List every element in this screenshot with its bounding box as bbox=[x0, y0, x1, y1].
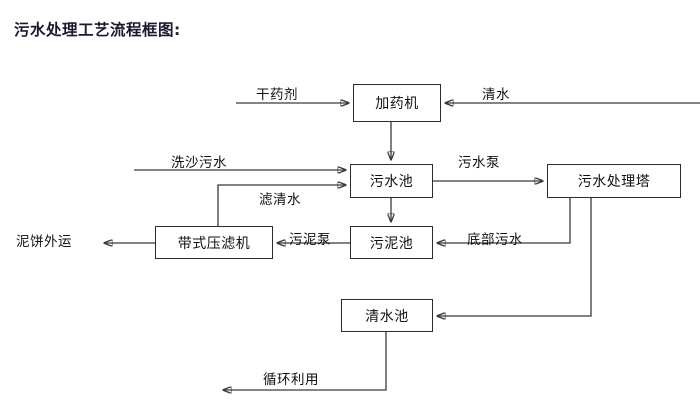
node-clear-water-pool[interactable]: 清水池 bbox=[341, 299, 433, 332]
page-title: 污水处理工艺流程框图: bbox=[14, 21, 181, 39]
edge-label-mud-cake-out: 泥饼外运 bbox=[16, 234, 72, 250]
flow-tower-to-clear-pool bbox=[437, 198, 592, 316]
node-label: 带式压滤机 bbox=[177, 235, 251, 252]
node-label: 加药机 bbox=[375, 96, 419, 112]
node-sludge-pool[interactable]: 污泥池 bbox=[350, 226, 433, 259]
node-dosing-machine[interactable]: 加药机 bbox=[353, 84, 441, 122]
node-label: 污泥池 bbox=[369, 235, 414, 252]
edge-label-filtered-water: 滤清水 bbox=[259, 192, 301, 208]
edge-label-sludge-pump: 污泥泵 bbox=[289, 232, 331, 248]
node-label: 污水处理塔 bbox=[577, 174, 651, 190]
node-label: 污水池 bbox=[369, 174, 414, 190]
node-sewage-pool[interactable]: 污水池 bbox=[350, 164, 433, 198]
node-label: 清水池 bbox=[365, 308, 409, 325]
edge-label-sand-wash-water: 洗沙污水 bbox=[171, 155, 227, 171]
node-belt-filter-press[interactable]: 带式压滤机 bbox=[155, 226, 273, 259]
node-treatment-tower[interactable]: 污水处理塔 bbox=[547, 164, 681, 198]
edge-label-sewage-pump: 污水泵 bbox=[458, 155, 500, 171]
edge-label-clean-water: 清水 bbox=[482, 87, 510, 103]
edge-label-bottom-sewage: 底部污水 bbox=[467, 232, 523, 248]
edge-label-dry-chemical: 干药剂 bbox=[256, 87, 298, 103]
edge-label-recycle-use: 循环利用 bbox=[263, 372, 319, 388]
